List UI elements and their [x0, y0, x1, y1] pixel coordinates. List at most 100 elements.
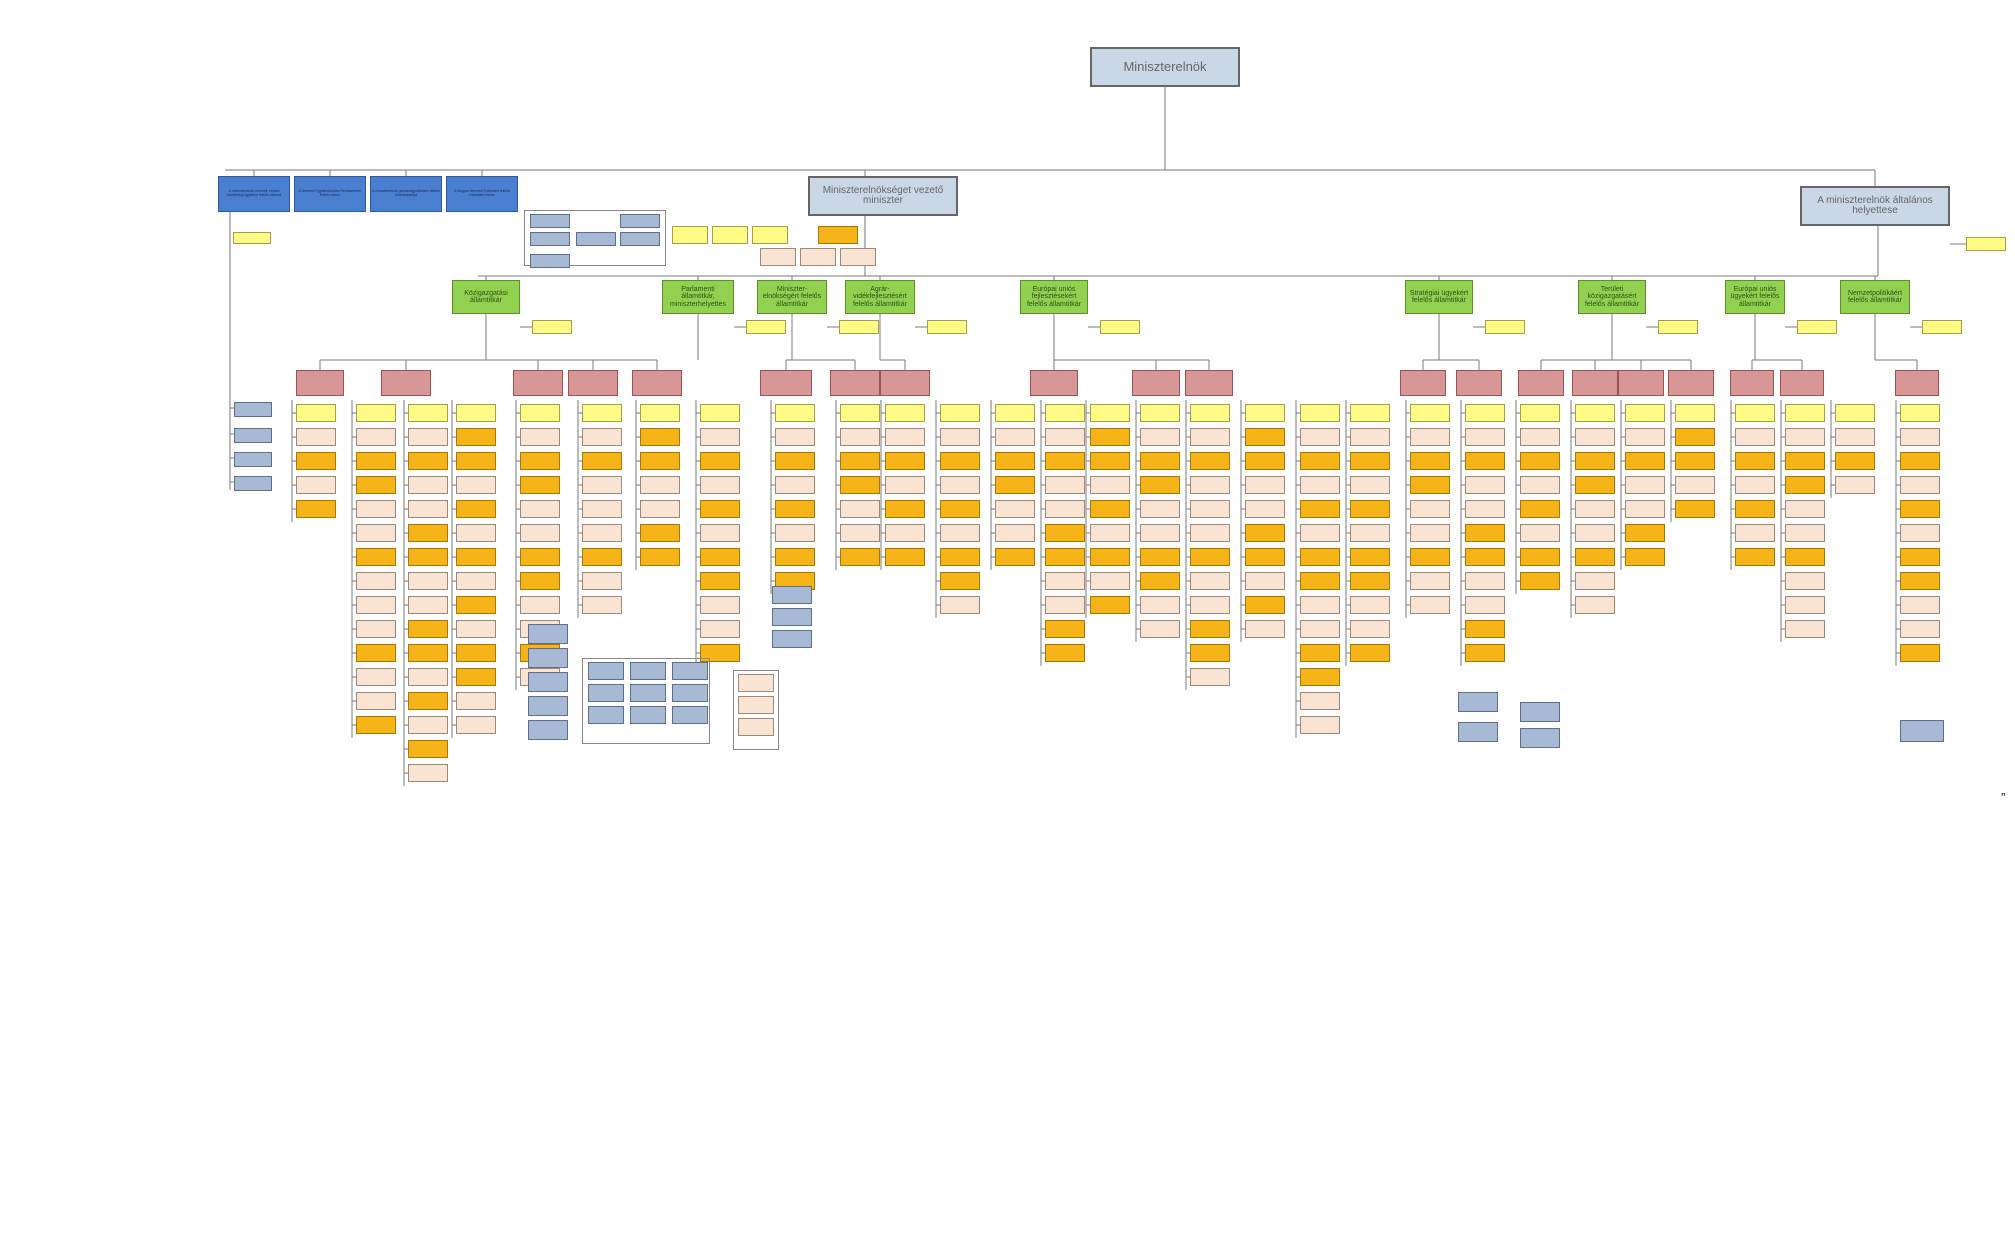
unit-box — [1350, 620, 1390, 638]
unit-box — [582, 404, 622, 422]
advisor-office-box — [234, 402, 272, 417]
cabinet-secretariat-box — [752, 226, 788, 244]
unit-box — [1190, 500, 1230, 518]
unit-box — [885, 476, 925, 494]
unit-box — [1575, 524, 1615, 542]
unit-box — [640, 524, 680, 542]
cabinet-secretariat-box — [672, 226, 708, 244]
cabinet-office-box — [530, 214, 570, 228]
unit-box — [1190, 452, 1230, 470]
unit-box — [1300, 572, 1340, 590]
unit-box — [1140, 572, 1180, 590]
state-secretary-secretariat-box — [1100, 320, 1140, 334]
unit-box — [840, 524, 880, 542]
unit-box — [1190, 644, 1230, 662]
unit-box — [408, 548, 448, 566]
unit-box — [1785, 572, 1825, 590]
unit-box — [1465, 644, 1505, 662]
unit-box — [1465, 404, 1505, 422]
state-secretary-box: Európai uniós fejlesztésekért felelős ál… — [1020, 280, 1088, 314]
unit-box — [1245, 476, 1285, 494]
general-deputy-box: A miniszterelnök általános helyettese — [1800, 186, 1950, 226]
office-box — [630, 662, 666, 680]
unit-box — [1190, 428, 1230, 446]
unit-box — [296, 428, 336, 446]
unit-box — [356, 428, 396, 446]
unit-box — [1900, 644, 1940, 662]
state-secretary-box: Területi közigazgatásért felelős államti… — [1578, 280, 1646, 314]
deputy-secretariat-box — [1966, 237, 2006, 251]
unit-box — [1575, 572, 1615, 590]
unit-box — [456, 620, 496, 638]
unit-box — [1625, 500, 1665, 518]
unit-box — [640, 428, 680, 446]
office-box — [528, 720, 568, 740]
unit-box — [1575, 452, 1615, 470]
deputy-state-secretary-box — [1400, 370, 1446, 396]
unit-box — [1300, 620, 1340, 638]
cabinet-unit-box — [800, 248, 836, 266]
unit-box — [408, 620, 448, 638]
unit-box — [1520, 548, 1560, 566]
unit-box — [1300, 644, 1340, 662]
unit-box — [356, 644, 396, 662]
office-cluster-frame — [582, 658, 710, 744]
unit-box — [1625, 452, 1665, 470]
unit-box — [1140, 596, 1180, 614]
state-secretary-box: Európai uniós ügyekért felelős államtitk… — [1725, 280, 1785, 314]
cabinet-office-box — [530, 254, 570, 268]
state-secretary-secretariat-box — [839, 320, 879, 334]
unit-box — [1675, 404, 1715, 422]
unit-box — [1350, 596, 1390, 614]
unit-box — [1245, 596, 1285, 614]
unit-box — [356, 668, 396, 686]
unit-box — [1675, 476, 1715, 494]
unit-box — [1785, 500, 1825, 518]
office-list-frame — [733, 670, 779, 750]
unit-box — [1575, 428, 1615, 446]
unit-box — [1625, 428, 1665, 446]
unit-box — [408, 404, 448, 422]
unit-box — [1735, 500, 1775, 518]
unit-box — [1575, 500, 1615, 518]
unit-box — [840, 500, 880, 518]
unit-box — [1520, 452, 1560, 470]
unit-box — [1835, 428, 1875, 446]
unit-box — [1350, 572, 1390, 590]
unit-box — [582, 428, 622, 446]
unit-box — [700, 644, 740, 662]
unit-box — [1090, 524, 1130, 542]
unit-box — [1140, 476, 1180, 494]
unit-box — [1675, 500, 1715, 518]
unit-box — [356, 692, 396, 710]
office-box — [588, 684, 624, 702]
cabinet-office-box — [530, 232, 570, 246]
unit-box — [1300, 404, 1340, 422]
office-box — [528, 696, 568, 716]
advisor-office-box — [234, 476, 272, 491]
unit-box — [1465, 500, 1505, 518]
unit-box — [1090, 404, 1130, 422]
unit-box — [408, 524, 448, 542]
cabinet-secretariat-box — [712, 226, 748, 244]
state-secretary-secretariat-box — [1797, 320, 1837, 334]
office-box — [772, 630, 812, 648]
unit-box — [1245, 404, 1285, 422]
unit-box — [885, 404, 925, 422]
office-box — [1458, 692, 1498, 712]
unit-box — [640, 476, 680, 494]
unit-box — [995, 452, 1035, 470]
unit-box — [356, 620, 396, 638]
unit-box — [1140, 524, 1180, 542]
unit-box — [1045, 644, 1085, 662]
unit-box — [582, 476, 622, 494]
unit-box — [408, 452, 448, 470]
unit-box — [408, 500, 448, 518]
deputy-state-secretary-box — [1132, 370, 1180, 396]
unit-box — [1675, 428, 1715, 446]
unit-box — [1735, 524, 1775, 542]
unit-box — [408, 740, 448, 758]
unit-box — [700, 620, 740, 638]
unit-box — [700, 548, 740, 566]
